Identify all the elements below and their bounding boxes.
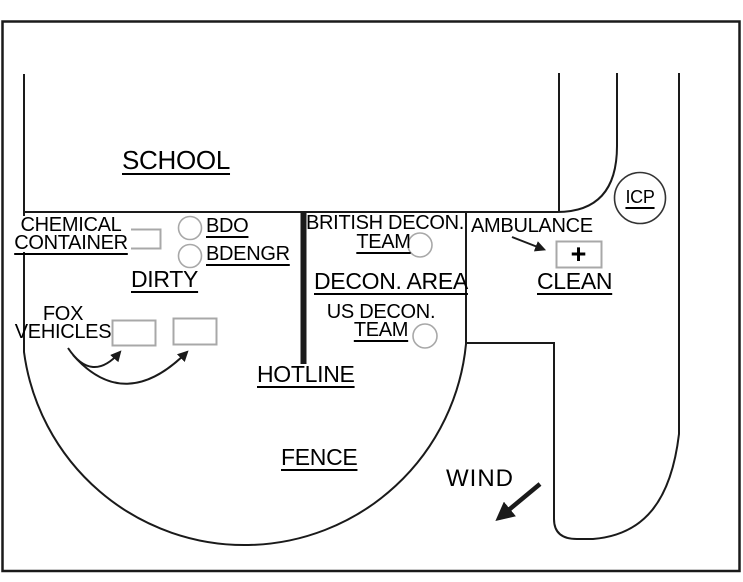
bdengr-label: BDENGR bbox=[206, 243, 290, 265]
fox-vehicle-box-2 bbox=[172, 317, 218, 346]
us-decon-team-label-line1: US DECON. bbox=[326, 301, 436, 323]
bdengr-position-circle bbox=[177, 243, 203, 269]
fence-arc-and-left-road-line bbox=[23, 74, 467, 547]
us-decon-team-circle bbox=[412, 323, 438, 349]
school-street-line bbox=[24, 73, 618, 213]
british-decon-team-circle bbox=[407, 232, 433, 258]
decon-area-label: DECON. AREA bbox=[314, 268, 468, 294]
ambulance-arrow bbox=[511, 236, 547, 252]
school-label: SCHOOL bbox=[122, 145, 231, 175]
chemical-container-label-line1: CHEMICAL bbox=[20, 214, 122, 236]
british-decon-team-label-line1: BRITISH DECON. bbox=[306, 212, 465, 234]
bdo-position-circle bbox=[177, 215, 203, 241]
diagram-border bbox=[1, 20, 741, 573]
icp-circle bbox=[613, 171, 667, 225]
ambulance-cross-symbol: + bbox=[570, 238, 587, 269]
wind-label: WIND bbox=[446, 465, 514, 492]
fox-vehicles-label: FOX VEHICLES bbox=[14, 303, 112, 343]
chemical-container-label: CHEMICAL CONTAINER bbox=[11, 214, 131, 254]
hotline-label: HOTLINE bbox=[257, 361, 355, 387]
british-decon-team-label: BRITISH DECON. TEAM bbox=[306, 212, 465, 253]
fox-vehicle-box-1 bbox=[111, 319, 157, 347]
icp-label: ICP bbox=[625, 187, 655, 207]
bdo-label: BDO bbox=[206, 215, 249, 237]
us-decon-team-label-line2: TEAM bbox=[353, 319, 409, 341]
fence-label: FENCE bbox=[281, 444, 358, 470]
fox-vehicles-label-line2: VEHICLES bbox=[14, 321, 112, 343]
clean-area-road-outline bbox=[466, 73, 680, 540]
fox-movement-arrow-2 bbox=[72, 350, 189, 385]
chemical-container-label-line2: CONTAINER bbox=[14, 232, 128, 254]
ambulance-box bbox=[555, 240, 603, 269]
fox-movement-arrow-1 bbox=[67, 347, 122, 369]
us-decon-team-label: US DECON. TEAM bbox=[325, 301, 437, 341]
dirty-zone-label: DIRTY bbox=[131, 266, 199, 292]
british-decon-team-label-line2: TEAM bbox=[356, 231, 411, 253]
wind-arrow bbox=[495, 482, 542, 522]
fox-vehicles-label-line1: FOX bbox=[42, 303, 84, 325]
ambulance-label: AMBULANCE bbox=[471, 215, 593, 237]
clean-zone-label: CLEAN bbox=[537, 268, 613, 294]
chemical-container-box bbox=[128, 228, 162, 250]
